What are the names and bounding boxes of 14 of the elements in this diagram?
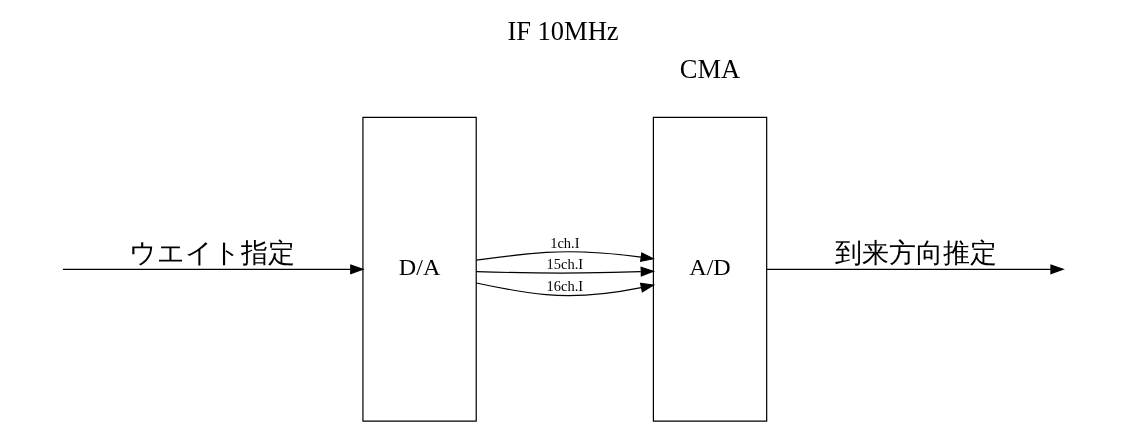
label: CMA <box>679 53 740 84</box>
arrow <box>475 281 655 296</box>
edge-label: ウエイト指定 <box>128 236 295 268</box>
edge-label: 16ch.I <box>546 277 583 294</box>
arrow <box>61 263 365 274</box>
edge-label: 15ch.I <box>546 255 583 272</box>
edge-label: 到来方向推定 <box>834 236 997 268</box>
diagram-title: IF 10MHz <box>506 15 619 46</box>
node-box: D/A <box>361 116 477 422</box>
arrow <box>475 266 655 277</box>
node-box: A/D <box>652 116 767 422</box>
edge-label: 1ch.I <box>549 234 579 251</box>
arrow <box>475 250 655 262</box>
arrow <box>765 263 1065 274</box>
